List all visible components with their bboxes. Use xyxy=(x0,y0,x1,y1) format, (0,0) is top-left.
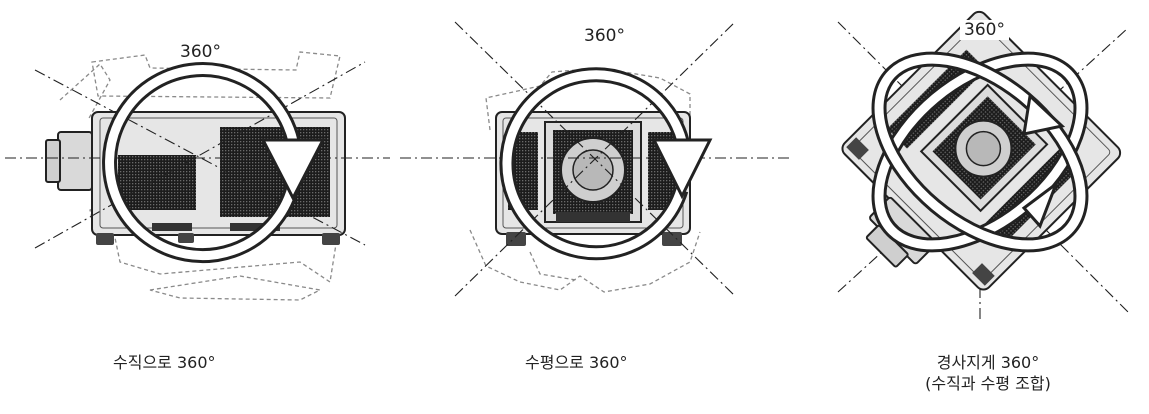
horizontal-panel xyxy=(400,21,790,297)
tilt-caption-line-1: 경사지게 360° xyxy=(936,353,1040,372)
tilt-degree-label: 360° xyxy=(960,20,1009,40)
horizontal-rotation-arrow xyxy=(499,67,713,261)
vertical-caption: 수직으로 360° xyxy=(113,353,216,372)
tilt-rotation-arrows xyxy=(871,51,1089,253)
horizontal-projector-body xyxy=(495,111,691,246)
horizontal-rotation-ghost-outline xyxy=(469,67,701,293)
vertical-rotation-ghost-outline xyxy=(59,51,341,301)
tilt-panel xyxy=(837,10,1129,320)
horizontal-degree-label: 360° xyxy=(584,26,625,46)
tilt-caption: 경사지게 360° (수직과 수평 조합) xyxy=(908,352,1068,394)
vertical-panel xyxy=(5,51,390,301)
vertical-rotation-arrow xyxy=(102,62,326,264)
horizontal-caption: 수평으로 360° xyxy=(525,353,628,372)
tilt-caption-line-2: (수직과 수평 조합) xyxy=(925,374,1051,393)
horizontal-rotation-axes xyxy=(400,21,790,297)
vertical-rotation-axes xyxy=(5,61,390,249)
vertical-degree-label: 360° xyxy=(180,42,221,62)
